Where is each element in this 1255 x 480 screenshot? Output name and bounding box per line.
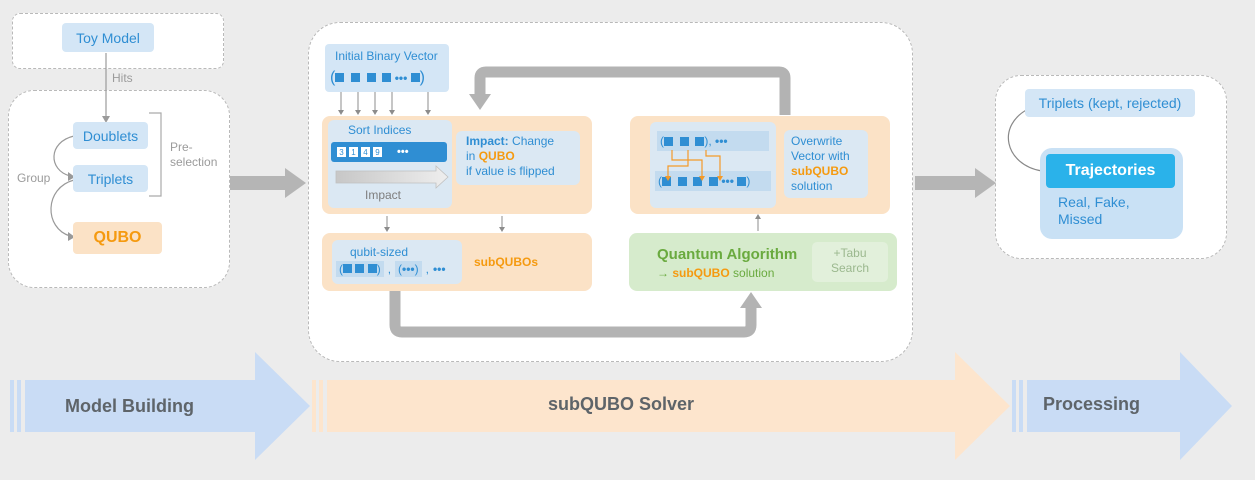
toy-model-node: Toy Model <box>62 23 154 52</box>
full-vector: ( ••• ) <box>655 171 771 191</box>
overwrite-description: Overwrite Vector with subQUBO solution <box>784 130 868 198</box>
qubit-sized-label: qubit-sized <box>350 245 409 259</box>
triplets-kept-node: Triplets (kept, rejected) <box>1025 89 1195 117</box>
preselection-label: Pre-selection <box>170 140 218 169</box>
trajectories-label: Trajectories <box>1046 154 1175 188</box>
overwrite-vector-box: ( ), ••• ( ••• ) <box>650 122 776 208</box>
index-cell: 3 <box>337 147 346 157</box>
index-cell: 4 <box>361 147 370 157</box>
sort-indices-label: Sort Indices <box>348 123 412 137</box>
hits-label: Hits <box>112 71 133 85</box>
quantum-algorithm-title: Quantum Algorithm <box>657 246 798 263</box>
impact-arrow-label: Impact <box>365 188 402 202</box>
initial-vector-label: Initial Binary Vector <box>335 49 438 63</box>
group-label: Group <box>17 171 51 185</box>
qubo-node: QUBO <box>73 222 162 254</box>
impact-description: Impact: Change in QUBO if value is flipp… <box>456 131 580 185</box>
stage-processing: Processing <box>1043 394 1141 414</box>
triplets-node: Triplets <box>73 165 148 192</box>
subqubo-solution-vector: ( ), ••• <box>657 131 769 151</box>
stage-model-building: Model Building <box>65 396 194 416</box>
quantum-algorithm-subtitle: → subQUBO solution <box>657 266 775 280</box>
trajectories-box: Trajectories Real, Fake,Missed <box>1040 148 1183 239</box>
index-array: 3 1 4 9 ••• <box>331 142 447 162</box>
subqubo-vectors: ( ), (•••), ••• <box>336 261 462 277</box>
trajectory-results: Real, Fake,Missed <box>1058 194 1130 227</box>
index-cell-ellipsis: ••• <box>397 146 409 158</box>
sort-indices-box: Sort Indices 3 1 4 9 ••• <box>328 120 452 208</box>
qubit-sized-box: qubit-sized ( ), (•••), ••• <box>332 240 462 284</box>
subqubos-label: subQUBOs <box>474 255 539 269</box>
initial-vector-box: Initial Binary Vector ( ••• ) <box>325 44 449 92</box>
stage-subqubo-solver: subQUBO Solver <box>548 394 695 414</box>
index-cell: 9 <box>373 147 382 157</box>
index-cell: 1 <box>349 147 358 157</box>
initial-vector-elements: ( ••• ) <box>330 69 425 86</box>
doublets-node: Doublets <box>73 122 148 149</box>
